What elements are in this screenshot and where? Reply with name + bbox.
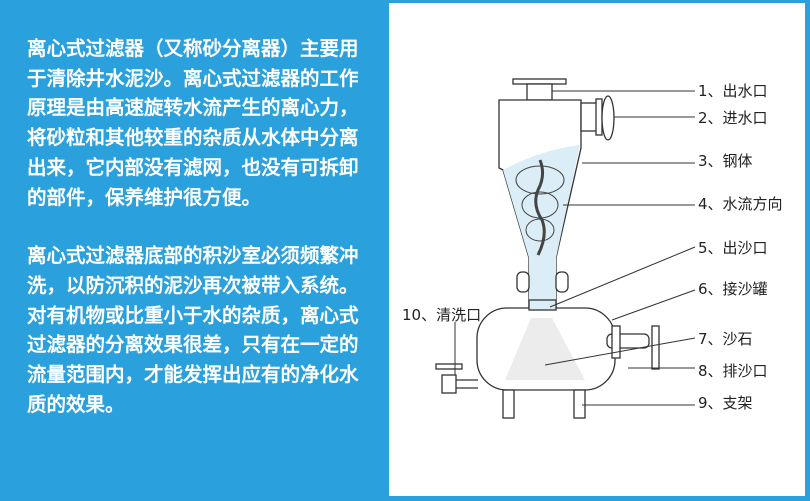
inlet-flange [601,95,615,141]
label-steel-body: 3、钢体 [698,152,753,170]
swirl-1 [515,165,565,195]
water-region [503,145,580,310]
support-leg-right [573,389,586,419]
label-support: 9、支架 [698,394,753,412]
description-paragraph-2: 离心式过滤器底部的积沙室必须频繁冲洗，以防沉积的泥沙再次被带入系统。对有机物或比… [27,244,359,416]
label-outlet: 1、出水口 [698,82,768,100]
drain-flange [651,325,660,370]
leader-lines [454,90,696,406]
sand-cone [505,318,585,380]
label-cleaning-port: 10、清洗口 [402,306,481,324]
label-sand-outlet: 5、出沙口 [698,239,768,257]
label-flow-direction: 4、水流方向 [698,195,783,213]
support-leg-left [502,389,515,419]
description-panel: 离心式过滤器（又称砂分离器）主要用于清除井水泥沙。离心式过滤器的工作原理是由高速… [27,34,372,448]
description-paragraph-1: 离心式过滤器（又称砂分离器）主要用于清除井水泥沙。离心式过滤器的工作原理是由高速… [27,37,359,209]
outlet-neck [526,83,553,101]
diagram-panel [389,3,805,496]
label-sand-tank: 6、接沙罐 [698,280,768,298]
label-inlet: 2、进水口 [698,109,768,127]
cleaning-valve [441,374,457,394]
outlet-flange [512,78,567,85]
label-drain: 8、排沙口 [698,362,768,380]
label-sand-gravel: 7、沙石 [698,330,753,348]
